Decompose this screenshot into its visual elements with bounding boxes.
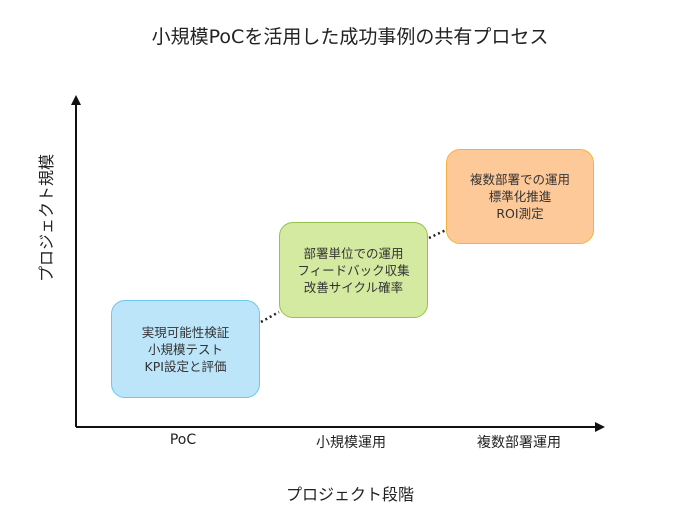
- stage-line: 小規模テスト: [147, 341, 223, 357]
- y-axis-label: プロジェクト規模: [37, 153, 56, 283]
- stage-box-multi-department: 複数部署での運用 標準化推進 ROI測定: [446, 149, 594, 244]
- stage-line: 部署単位での運用: [303, 245, 404, 261]
- diagram-title: 小規模PoCを活用した成功事例の共有プロセス: [151, 26, 549, 48]
- stage-line: ROI測定: [496, 206, 544, 221]
- stage-line: 標準化推進: [488, 189, 552, 204]
- x-tick-multi-department: 複数部署運用: [477, 435, 561, 451]
- stage-line: 改善サイクル確率: [303, 279, 404, 295]
- connector-poc-small: [260, 310, 280, 324]
- x-tick-small-operation: 小規模運用: [316, 435, 386, 451]
- stage-line: KPI設定と評価: [144, 358, 227, 374]
- x-axis-label: プロジェクト段階: [285, 485, 414, 504]
- stage-box-small-operation: 部署単位での運用 フィードバック収集 改善サイクル確率: [279, 222, 428, 318]
- x-tick-poc: PoC: [169, 432, 197, 448]
- stage-line: 複数部署での運用: [469, 172, 570, 187]
- connector-small-multi: [428, 228, 447, 240]
- stage-line: 実現可能性検証: [141, 324, 230, 340]
- stage-box-poc: 実現可能性検証 小規模テスト KPI設定と評価: [111, 300, 260, 398]
- stage-line: フィードバック収集: [297, 262, 410, 278]
